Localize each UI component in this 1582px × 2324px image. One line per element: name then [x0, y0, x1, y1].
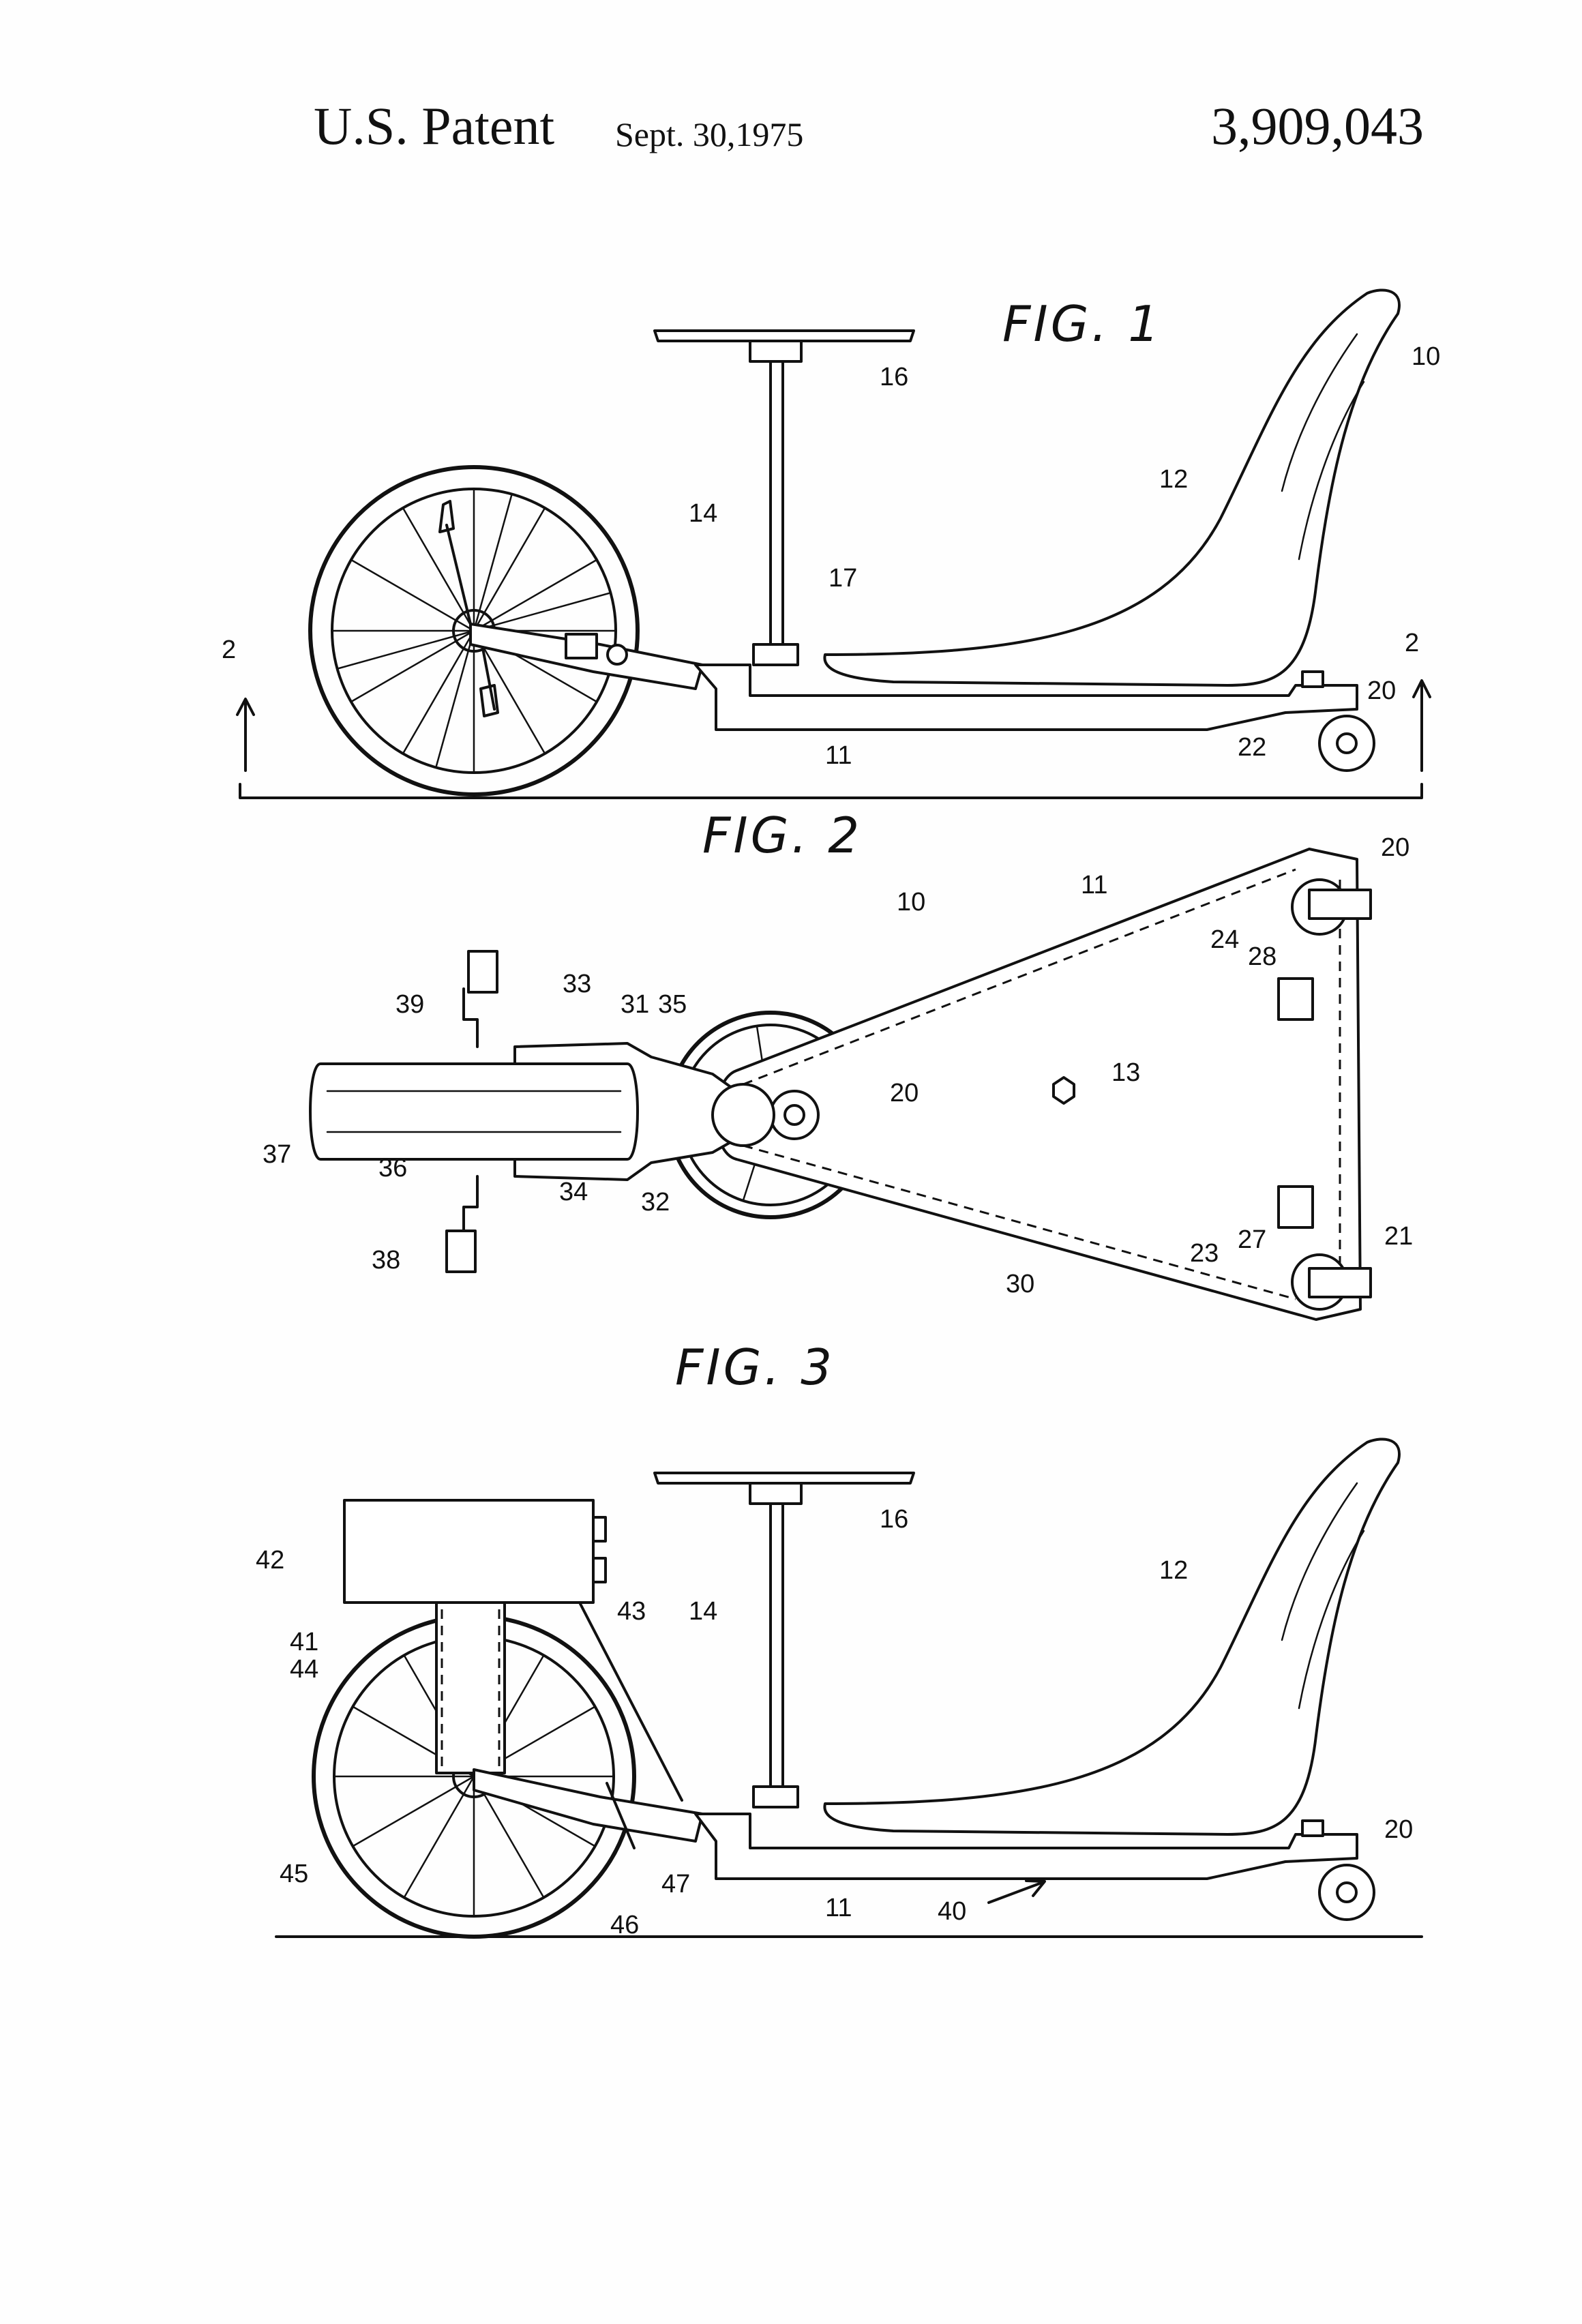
- fig3-motor-knob-upper: [593, 1517, 606, 1541]
- fig2-label-33: 33: [563, 970, 591, 998]
- fig3-label-16: 16: [880, 1505, 908, 1534]
- fig1-steering-hub: [750, 341, 801, 361]
- fig2-label-20a: 20: [1381, 833, 1409, 862]
- fig3-motor-knob-lower: [593, 1558, 606, 1582]
- fig3-arrow-40: [989, 1881, 1045, 1903]
- fig3-label-46: 46: [610, 1911, 639, 1939]
- fig3-label-12: 12: [1159, 1556, 1188, 1585]
- fig1-section-mark-right: 2: [1405, 629, 1419, 657]
- fig1-column-base: [753, 644, 798, 665]
- fig3-label-14: 14: [689, 1597, 717, 1626]
- fig3-seat: [824, 1439, 1399, 1834]
- fig2-label-11: 11: [1081, 871, 1107, 899]
- fig2-front-sprocket: [771, 1091, 818, 1139]
- fig1-steering-column: [771, 361, 783, 648]
- fig3-label-11: 11: [825, 1894, 852, 1922]
- fig1-section-arrow-right: [1414, 681, 1430, 771]
- fig2-label-36: 36: [378, 1154, 407, 1182]
- fig1-steering-wheel: [655, 331, 914, 341]
- fig3-steering-column: [771, 1504, 783, 1790]
- fig2-rear-tire: [310, 1064, 638, 1159]
- fig2-upper-caster: [1309, 890, 1371, 919]
- fig3-label-43: 43: [617, 1597, 646, 1626]
- fig1-label-14: 14: [689, 499, 717, 528]
- fig2-upper-pedal: [468, 951, 497, 992]
- fig3-caster-wheel: [1319, 1865, 1374, 1920]
- fig1-label-20: 20: [1367, 676, 1396, 705]
- fig2-label-28: 28: [1248, 942, 1277, 971]
- fig2-label-37: 37: [263, 1140, 291, 1169]
- fig3-drive-arm: [474, 1770, 702, 1841]
- fig3-label-44: 44: [290, 1655, 318, 1684]
- figure-1-drawing: FIG. 1: [237, 290, 1430, 798]
- fig2-label-34: 34: [559, 1178, 588, 1206]
- fig1-label-12: 12: [1159, 465, 1188, 494]
- fig2-upper-crank: [464, 989, 477, 1047]
- fig3-label-42: 42: [256, 1546, 284, 1575]
- fig1-label-10: 10: [1412, 342, 1440, 371]
- fig2-pivot: [713, 1084, 774, 1146]
- fig2-label-38: 38: [372, 1246, 400, 1275]
- fig2-label-31: 31: [621, 990, 649, 1019]
- fig1-caster-mount: [1302, 672, 1323, 687]
- fig1-clamp: [566, 634, 597, 658]
- fig3-steering-wheel: [655, 1473, 914, 1483]
- fig2-label-27: 27: [1238, 1225, 1266, 1254]
- fig2-label-32: 32: [641, 1188, 670, 1217]
- figure-2-caption: FIG. 2: [702, 807, 862, 864]
- fig3-label-45: 45: [280, 1860, 308, 1888]
- figure-3-caption: FIG. 3: [675, 1339, 835, 1396]
- figure-1-caption: FIG. 1: [1002, 295, 1162, 353]
- fig3-chain-housing: [436, 1603, 505, 1773]
- fig3-label-40: 40: [938, 1897, 966, 1926]
- fig1-label-11: 11: [825, 741, 852, 770]
- fig2-lower-crank: [464, 1176, 477, 1231]
- fig1-section-arrow-left: [237, 699, 254, 771]
- fig2-label-24: 24: [1210, 925, 1239, 954]
- fig1-label-16: 16: [880, 363, 908, 391]
- fig1-crank-upper: [440, 501, 471, 624]
- fig3-motor-box: [344, 1500, 593, 1603]
- fig2-label-39: 39: [395, 990, 424, 1019]
- fig2-lower-pedal: [447, 1231, 475, 1272]
- fig1-caster-wheel: [1319, 716, 1374, 771]
- fig2-label-10: 10: [897, 888, 925, 917]
- fig2-label-35: 35: [658, 990, 687, 1019]
- fig3-label-20: 20: [1384, 1815, 1413, 1844]
- fig3-caster-mount: [1302, 1821, 1323, 1836]
- fig3-label-47: 47: [661, 1870, 690, 1898]
- fig2-label-30: 30: [1006, 1270, 1034, 1298]
- fig1-label-17: 17: [829, 564, 857, 593]
- fig2-label-20b: 20: [890, 1079, 919, 1107]
- fig2-lower-caster: [1309, 1268, 1371, 1297]
- fig3-label-41: 41: [290, 1628, 318, 1656]
- fig3-steering-hub: [750, 1483, 801, 1504]
- fig3-column-base: [753, 1787, 798, 1807]
- fig2-label-13: 13: [1111, 1058, 1140, 1087]
- fig1-label-22: 22: [1238, 733, 1266, 762]
- fig2-label-23: 23: [1190, 1239, 1219, 1268]
- fig2-label-21: 21: [1384, 1222, 1413, 1251]
- fig1-section-mark-left: 2: [222, 636, 236, 664]
- fig1-pivot-bolt: [608, 645, 627, 664]
- figure-3-drawing: FIG. 3: [276, 1339, 1422, 1937]
- fig3-support-strut: [580, 1603, 682, 1800]
